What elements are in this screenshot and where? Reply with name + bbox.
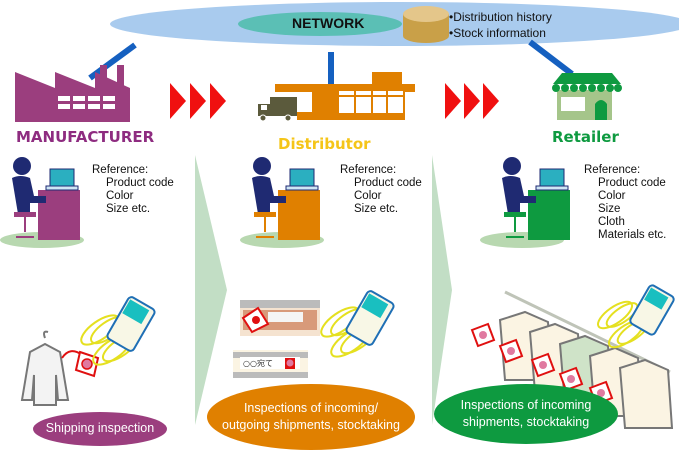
- network-info: •Distribution history •Stock information: [449, 9, 552, 41]
- worker-at-desk-icon-retailer: [480, 157, 570, 248]
- shipping-box-icon: [233, 300, 320, 378]
- activity-label-distributor: Inspections of incoming/ outgoing shipme…: [207, 400, 415, 434]
- activity-label-retailer: Inspections of incoming shipments, stock…: [434, 397, 618, 431]
- link-line-manufacturer: [88, 42, 137, 81]
- stage-title-manufacturer: MANUFACTURER: [16, 128, 155, 146]
- activity-oval-manufacturer: [33, 412, 167, 446]
- activity-line: outgoing shipments, stocktaking: [222, 418, 400, 432]
- reference-item: Color: [106, 190, 134, 202]
- stage-title-retailer: Retailer: [552, 128, 619, 146]
- activity-line: Inspections of incoming/: [243, 401, 379, 415]
- truck-icon: [258, 97, 297, 122]
- factory-icon: [15, 65, 130, 122]
- network-info-item: •Stock information: [449, 26, 546, 40]
- activity-line: Inspections of incoming: [460, 398, 592, 412]
- reference-item: Color: [598, 190, 626, 202]
- network-info-item: •Distribution history: [449, 10, 552, 24]
- stage-title-distributor: Distributor: [278, 135, 371, 153]
- reference-item: Product code: [598, 177, 666, 189]
- shop-icon: [552, 73, 622, 120]
- reference-label: Reference:: [92, 164, 149, 176]
- reference-label: Reference:: [584, 164, 641, 176]
- rfid-reader-icon: [345, 290, 395, 346]
- reference-list-retailer: Reference: Product code Color Size Cloth…: [584, 164, 666, 242]
- box-address-label: ○○宛て: [243, 359, 273, 368]
- reference-item: Cloth: [598, 216, 625, 228]
- activity-oval-retailer: [434, 384, 618, 444]
- activity-line: shipments, stocktaking: [462, 415, 590, 429]
- link-line-retailer: [528, 39, 574, 77]
- reference-item: Size: [598, 203, 621, 215]
- reference-item: Color: [354, 190, 382, 202]
- shirt-icon: [20, 330, 70, 406]
- reference-item: Size etc.: [106, 203, 151, 215]
- reference-item: Size etc.: [354, 203, 399, 215]
- reference-item: Materials etc.: [598, 229, 667, 241]
- rfid-tag-dots: [479, 331, 605, 397]
- reference-item: Product code: [106, 177, 174, 189]
- reference-list-manufacturer: Reference: Product code Color Size etc.: [92, 164, 174, 216]
- rfid-reader-icon: [629, 284, 675, 336]
- rfid-tag-icon: [61, 350, 100, 378]
- clothes-rack-icon: [504, 290, 671, 374]
- reference-item: Product code: [354, 177, 422, 189]
- reference-list-distributor: Reference: Product code Color Size etc.: [340, 164, 422, 216]
- warehouse-icon: [275, 72, 415, 120]
- reference-label: Reference:: [340, 164, 397, 176]
- activity-label-manufacturer: Shipping inspection: [45, 421, 155, 435]
- flow-arrow-2: [432, 155, 452, 425]
- network-label: NETWORK: [292, 15, 365, 31]
- arrow-icon-group-2: [445, 83, 499, 119]
- network-oval: [238, 12, 402, 36]
- worker-at-desk-icon-manufacturer: [0, 157, 84, 248]
- database-icon: [403, 6, 449, 43]
- activity-oval-distributor: [207, 384, 415, 450]
- flow-arrow-1: [195, 155, 227, 425]
- arrow-icon-group-1: [170, 83, 226, 119]
- rfid-reader-icon: [106, 296, 156, 352]
- worker-at-desk-icon-distributor: [240, 157, 324, 248]
